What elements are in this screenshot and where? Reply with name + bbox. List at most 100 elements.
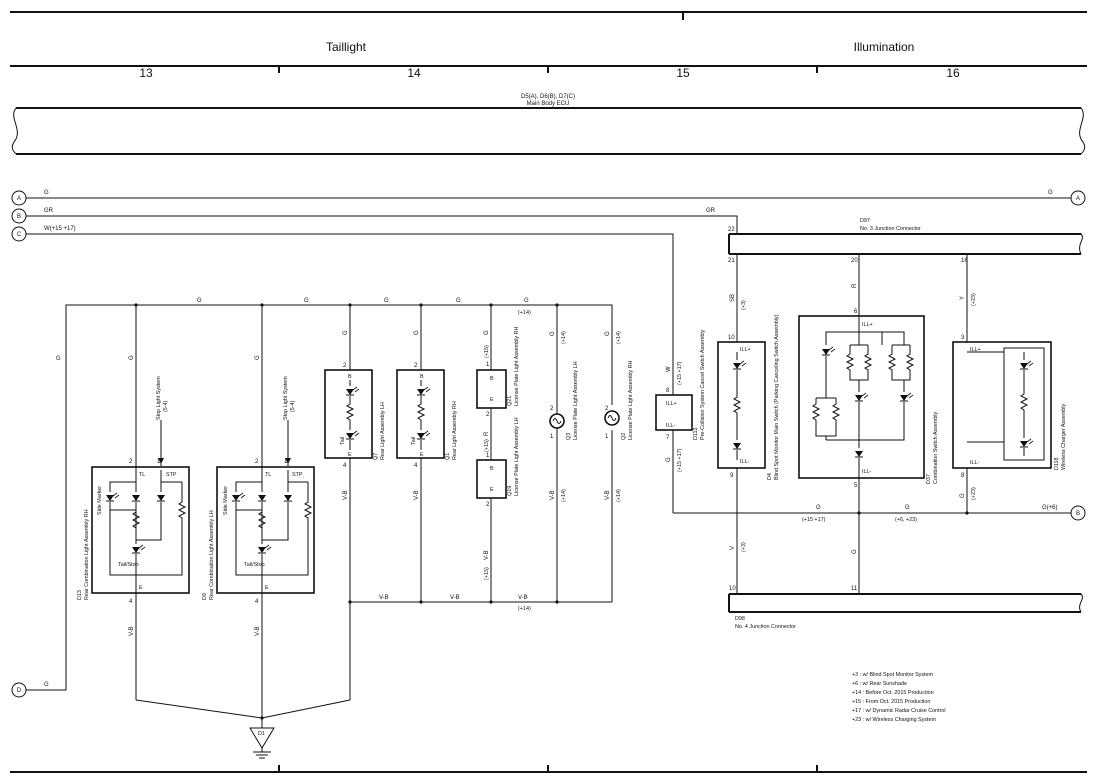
svg-text:B: B — [17, 214, 21, 220]
q7-pin-4: 4 — [343, 463, 347, 469]
connector-d-left: D — [11, 682, 27, 698]
q2-tag-14: (+14) — [616, 331, 622, 344]
d37-pin-6: 6 — [854, 309, 858, 315]
d4-tag-3: (+3) — [741, 300, 747, 310]
d37-id: D37 — [926, 474, 932, 484]
wire-label-vb-bottom-2: V-B — [450, 595, 460, 601]
q3-id: Q3 — [566, 433, 572, 440]
wire-label-vb-bottom-1: V-B — [379, 595, 389, 601]
section-title-illumination: Illumination — [854, 40, 915, 54]
component-d9 — [216, 305, 315, 718]
q19-id: Q19 — [507, 486, 513, 496]
column-number-16: 16 — [946, 66, 960, 80]
d112-illn: ILL- — [666, 423, 675, 429]
header-frame — [10, 11, 1087, 773]
q3-name: License Plate Light Assembly LH — [573, 361, 579, 440]
d37-illn: ILL- — [862, 469, 871, 475]
q3-wire-vb: V-B — [550, 490, 556, 500]
q7-e-label: E — [348, 452, 352, 458]
d9-pin-2: 2 — [255, 459, 259, 465]
d13-id: D13 — [77, 590, 83, 600]
d118-pin-3: 3 — [961, 335, 965, 341]
ecu-ref: D5(A), D6(B), D7(C) — [521, 94, 575, 100]
d13-stop-light-ref-2: (5-4) — [163, 400, 169, 412]
d4-illn: ILL- — [740, 459, 749, 465]
component-q7 — [324, 305, 373, 602]
wire-tag-623: (+6, +23) — [895, 517, 917, 523]
d118-illn: ILL- — [970, 460, 979, 466]
ground-d1-id: D1 — [258, 731, 265, 737]
q19-pin-1: 1 — [486, 453, 490, 459]
q21-pin-2: 2 — [486, 412, 490, 418]
d112-tag-1517b: (+15 +17) — [677, 448, 683, 472]
q21-q19-wire-r: R — [484, 431, 490, 436]
component-d118 — [952, 254, 1052, 515]
d4-wire-sb: SB — [730, 294, 736, 302]
d97-pin-21: 21 — [728, 258, 735, 264]
connector-a-right: A — [1070, 190, 1086, 206]
d13-name: Rear Combination Light Assembly RH — [84, 509, 90, 600]
q21-b-label: B — [490, 376, 494, 382]
d118-tag-23b: (+23) — [971, 487, 977, 500]
d97-pin-22: 22 — [728, 227, 735, 233]
d4-illp: ILL+ — [740, 347, 751, 353]
note-line-3: +14 : Before Oct. 2015 Production — [852, 690, 934, 696]
q3-pin-1: 1 — [550, 434, 554, 440]
junction-d97 — [728, 233, 1083, 255]
q19-e-label: E — [490, 487, 494, 493]
d13-stp-label: STP — [166, 472, 177, 478]
q1-id: Q1 — [445, 453, 451, 460]
wire-label-g-bus-5: G — [524, 298, 529, 304]
q7-b-label: B — [348, 374, 352, 380]
wire-label-g-left: G — [56, 356, 61, 362]
q7-name: Rear Light Assembly LH — [380, 402, 386, 460]
d118-wire-y: Y — [960, 296, 966, 300]
d118-pin-8: 8 — [961, 473, 965, 479]
d118-tag-23: (+23) — [971, 293, 977, 306]
q7-pin-2: 2 — [343, 363, 347, 369]
d13-tl-label: TL — [139, 472, 145, 478]
d9-pin-1: 1 — [284, 459, 288, 465]
d118-name: Wireless Charger Assembly — [1061, 403, 1067, 470]
d9-stop-light-ref-2: (5-4) — [290, 400, 296, 412]
wire-tag-14-bottom: (+14) — [518, 606, 531, 612]
d9-tailstop-label: Tail/Stop — [244, 562, 265, 568]
q2-wire-vb: V-B — [605, 490, 611, 500]
d112-pin-7: 7 — [666, 435, 670, 441]
d9-e-label: E — [265, 585, 269, 591]
q2-id: Q2 — [621, 433, 627, 440]
q2-pin-2: 2 — [605, 406, 609, 412]
q19-name: License Plate Light Assembly LH — [514, 417, 520, 496]
d98-pin-11: 11 — [851, 586, 858, 592]
d13-sub-label: Side Marker — [97, 486, 103, 515]
q1-sub-label: Tail — [411, 437, 417, 445]
q19-tag-15: (+15) — [484, 567, 490, 580]
d4-name: Blind Spot Monitor Main Switch (Parking … — [774, 314, 780, 480]
q1-wire-g: G — [414, 330, 420, 335]
component-q3 — [549, 305, 565, 602]
q1-e-label: E — [420, 452, 424, 458]
component-q2 — [604, 410, 620, 426]
connector-b-left: B — [11, 208, 27, 224]
notes-legend: +3 : w/ Blind Spot Monitor System +6 : w… — [852, 672, 946, 723]
svg-text:D: D — [17, 688, 22, 694]
q21-tag-15: (+15) — [484, 345, 490, 358]
d9-stp-label: STP — [292, 472, 303, 478]
note-line-4: +15 : From Oct. 2015 Production — [852, 699, 930, 705]
component-q1 — [396, 305, 445, 602]
note-line-1: +3 : w/ Blind Spot Monitor System — [852, 672, 934, 678]
junction-d98 — [728, 593, 1083, 613]
wire-label-b-left: GR — [44, 208, 54, 214]
q2-tag-14b: (+14) — [616, 489, 622, 502]
column-number-15: 15 — [676, 66, 690, 80]
q2-pin-1: 1 — [605, 434, 609, 440]
component-d13 — [91, 305, 190, 700]
d9-name: Rear Combination Light Assembly LH — [209, 510, 215, 600]
d9-stop-light-ref: Stop Light System — [283, 376, 289, 420]
d4-pin-9: 9 — [730, 473, 734, 479]
q3-wire-g: G — [550, 331, 556, 336]
q3-tag-14: (+14) — [561, 331, 567, 344]
d4-id: D4 — [767, 473, 773, 480]
d4-pin-10: 10 — [728, 335, 735, 341]
q2-name: License Plate Light Assembly RH — [628, 360, 634, 440]
